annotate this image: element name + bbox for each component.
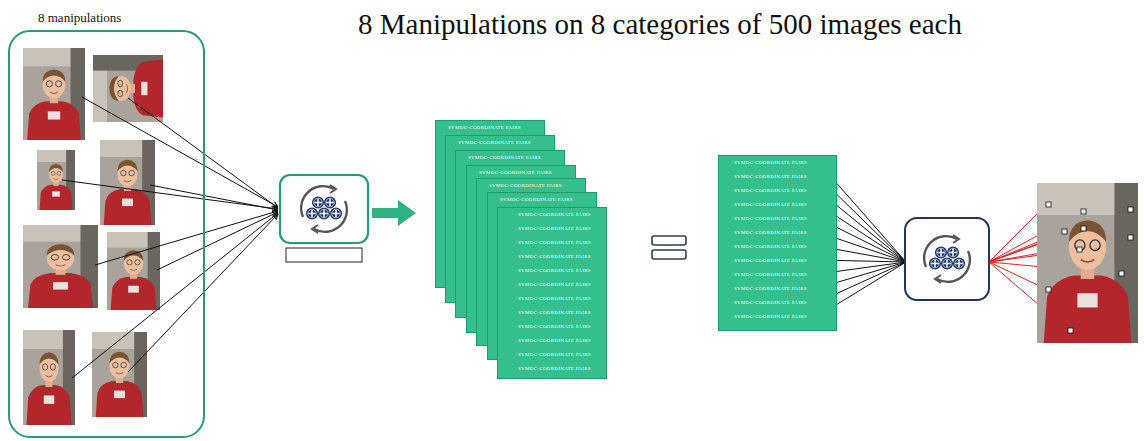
photo-lines (62, 97, 278, 378)
process-logo (301, 185, 347, 233)
pair-line-text: SVMDC-COORDINATE PAIRS (518, 278, 591, 292)
keypoints (1046, 202, 1133, 333)
leader-line (95, 211, 278, 265)
pair-line-text: SVMDC-COORDINATE PAIRS (479, 166, 552, 180)
pair-line-text: SVMDC-COORDINATE PAIRS (734, 282, 807, 296)
leader-line (150, 185, 278, 210)
pair-line-text: SVMDC-COORDINATE PAIRS (518, 306, 591, 320)
pair-line-text: SVMDC-COORDINATE PAIRS (518, 236, 591, 250)
photo (23, 48, 85, 140)
pair-line-text: SVMDC-COORDINATE PAIRS (518, 264, 591, 278)
equals-bar (652, 250, 686, 259)
photo (100, 140, 155, 225)
leader-line (72, 213, 278, 378)
group-heading: 8 manipulations (38, 10, 121, 26)
diagram-title: 8 Manipulations on 8 categories of 500 i… (300, 8, 1020, 41)
keypoint (1062, 229, 1067, 234)
photo (23, 225, 98, 308)
keypoint (1077, 247, 1082, 252)
pair-line-text: SVMDC-COORDINATE PAIRS (734, 268, 807, 282)
pair-line-text: SVMDC-COORDINATE PAIRS (518, 334, 591, 348)
pair-line-text: SVMDC-COORDINATE PAIRS (518, 292, 591, 306)
pair-line-text: SVMDC-COORDINATE PAIRS (734, 296, 807, 310)
pair-line-text: SVMDC-COORDINATE PAIRS (734, 212, 807, 226)
pair-line-text: SVMDC-COORDINATE PAIRS (458, 136, 531, 150)
pair-line-text: SVMDC-COORDINATE PAIRS (734, 240, 807, 254)
pair-line-text: SVMDC-COORDINATE PAIRS (468, 151, 541, 165)
pair-line-text: SVMDC-COORDINATE PAIRS (734, 198, 807, 212)
photo (93, 55, 163, 122)
pair-line-text: SVMDC-COORDINATE PAIRS (734, 254, 807, 268)
keypoint (1046, 287, 1051, 292)
pair-line-text: SVMDC-COORDINATE PAIRS (489, 179, 562, 193)
group-box: 8 manipulations (8, 30, 205, 438)
pair-line-text: SVMDC-COORDINATE PAIRS (734, 310, 807, 324)
photo (37, 150, 75, 210)
photo (92, 332, 147, 417)
pair-line-text: SVMDC-COORDINATE PAIRS (734, 170, 807, 184)
pair-line-text: SVMDC-COORDINATE PAIRS (518, 362, 591, 376)
keypoint (1128, 235, 1133, 240)
pair-line-text: SVMDC-COORDINATE PAIRS (518, 208, 591, 222)
pair-line-text: SVMDC-COORDINATE PAIRS (734, 226, 807, 240)
pair-line-text: SVMDC-COORDINATE PAIRS (518, 348, 591, 362)
keypoint (1128, 207, 1133, 212)
block-arrow (372, 200, 416, 226)
photo (107, 232, 160, 310)
keypoint (1081, 226, 1086, 231)
keypoint (1081, 209, 1086, 214)
keypoint (1068, 328, 1073, 333)
equals-bar (652, 236, 686, 245)
pair-line-text: SVMDC-COORDINATE PAIRS (500, 193, 573, 207)
query-photo (1037, 183, 1138, 343)
photo-rotated (93, 55, 163, 122)
keypoint (1119, 271, 1124, 276)
pair-line-text: SVMDC-COORDINATE PAIRS (734, 156, 807, 170)
icon-box (280, 175, 368, 243)
pair-line-text: SVMDC-COORDINATE PAIRS (518, 320, 591, 334)
photo (23, 330, 75, 425)
pair-line-text: SVMDC-COORDINATE PAIRS (518, 250, 591, 264)
pair-line-text: SVMDC-COORDINATE PAIRS (448, 121, 521, 135)
icon-box (905, 218, 989, 300)
leader-line (62, 180, 278, 209)
process-logo (924, 235, 970, 283)
pair-line-text: SVMDC-COORDINATE PAIRS (734, 184, 807, 198)
data-page: SVMDC-COORDINATE PAIRSSVMDC-COORDINATE P… (497, 207, 607, 379)
keypoint (1046, 202, 1051, 207)
photo-set (23, 48, 163, 425)
data-page: SVMDC-COORDINATE PAIRSSVMDC-COORDINATE P… (718, 155, 837, 331)
pair-line-text: SVMDC-COORDINATE PAIRS (518, 222, 591, 236)
empty-box (286, 248, 362, 262)
leader-line (128, 214, 278, 372)
